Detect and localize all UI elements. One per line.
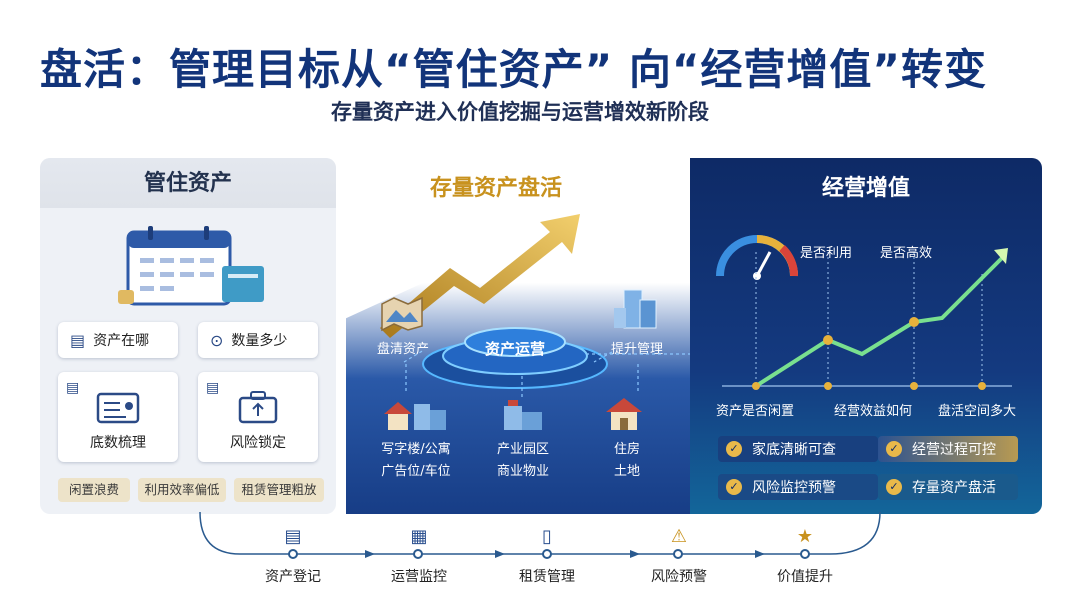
check-label: 经营过程可控 xyxy=(912,442,996,458)
axis-label-idle: 资产是否闲置 xyxy=(716,404,795,419)
monitor-icon: ▦ xyxy=(410,526,428,547)
value-icon: ★ xyxy=(796,526,814,547)
card-asset-location: ▤ 资产在哪 xyxy=(58,322,178,358)
card-label: 资产在哪 xyxy=(93,333,150,349)
flow-step-warning: 风险预警 xyxy=(651,569,707,585)
label-is-used: 是否利用 xyxy=(800,246,853,261)
axis-label-benefit: 经营效益如何 xyxy=(834,404,913,419)
connector-lines xyxy=(403,349,696,400)
card-asset-quantity: ⊙ 数量多少 xyxy=(198,322,318,358)
check-label: 存量资产盘活 xyxy=(912,480,996,496)
count-icon: ⊙ xyxy=(210,330,224,350)
toolbox-icon xyxy=(238,391,278,424)
flow-step-monitor: 运营监控 xyxy=(391,569,447,585)
page-subtitle: 存量资产进入价值挖掘与运营增效新阶段 xyxy=(331,100,709,124)
industrial-park-icon xyxy=(504,400,542,430)
tag-low-efficiency: 利用效率偏低 xyxy=(138,478,226,502)
map-icon xyxy=(381,296,423,332)
check-assets-clear: ✓ 家底清晰可查 xyxy=(718,436,878,462)
page-title: 盘活：管理目标从“管住资产” 向“经营增值”转变 xyxy=(40,45,988,94)
warning-drop-icon: ⚠ xyxy=(670,526,688,547)
hub-platform xyxy=(422,327,608,389)
left-panel-header: 管住资产 xyxy=(40,158,336,208)
node-label-inventory: 盘清资产 xyxy=(376,342,429,357)
check-risk-warning: ✓ 风险监控预警 xyxy=(718,474,878,500)
office-building-icon xyxy=(614,289,657,329)
flow-line xyxy=(199,511,881,559)
note-icon: ▤ xyxy=(206,380,220,396)
check-icon: ✓ xyxy=(886,479,902,495)
houses-icon xyxy=(384,402,446,430)
note-icon: ▤ xyxy=(66,380,80,396)
check-process-control: ✓ 经营过程可控 xyxy=(878,436,1018,462)
right-title: 经营增值 xyxy=(821,176,910,201)
tag-rough-leasing: 租赁管理粗放 xyxy=(234,478,324,502)
flow-step-leasing: 租赁管理 xyxy=(519,569,575,585)
category-office-line2: 广告位/车位 xyxy=(381,464,451,479)
category-housing-line2: 土地 xyxy=(613,464,640,479)
clipboard-icon: ▯ xyxy=(542,526,552,547)
card-risk-lock: ▤ 风险锁定 xyxy=(198,372,318,462)
flow-step-value: 价值提升 xyxy=(777,569,833,585)
calendar-icon xyxy=(118,226,264,306)
label-is-efficient: 是否高效 xyxy=(880,246,933,261)
check-icon: ✓ xyxy=(726,441,742,457)
check-icon: ✓ xyxy=(726,479,742,495)
register-icon: ▤ xyxy=(284,526,302,547)
node-label-management: 提升管理 xyxy=(610,342,663,357)
category-office-line1: 写字楼/公寓 xyxy=(381,442,451,457)
trend-chart xyxy=(722,248,1012,390)
card-label: 风险锁定 xyxy=(230,435,286,451)
card-baseline-review: ▤ 底数梳理 xyxy=(58,372,178,462)
hub-label: 资产运营 xyxy=(484,340,545,358)
middle-title: 存量资产盘活 xyxy=(430,176,563,201)
axis-label-potential: 盘活空间多大 xyxy=(938,404,1017,419)
check-icon: ✓ xyxy=(886,441,902,457)
check-label: 风险监控预警 xyxy=(752,480,836,496)
category-housing-line1: 住房 xyxy=(613,442,640,457)
tag-idle-waste: 闲置浪费 xyxy=(58,478,130,502)
gauge-icon xyxy=(716,235,798,280)
flow-step-register: 资产登记 xyxy=(265,569,321,585)
house-icon xyxy=(606,398,642,430)
card-label: 底数梳理 xyxy=(90,435,146,451)
check-asset-revitalize: ✓ 存量资产盘活 xyxy=(878,474,1018,500)
category-park-line2: 商业物业 xyxy=(496,464,549,479)
ledger-icon xyxy=(96,392,140,424)
card-label: 数量多少 xyxy=(231,333,288,349)
category-park-line1: 产业园区 xyxy=(496,442,549,457)
document-icon: ▤ xyxy=(70,330,86,350)
check-label: 家底清晰可查 xyxy=(752,442,836,458)
